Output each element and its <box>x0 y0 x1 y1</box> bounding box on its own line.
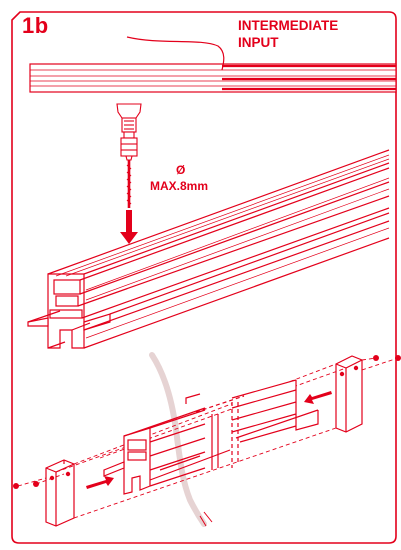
diameter-symbol: Ø <box>176 163 186 177</box>
diagram-frame <box>11 11 397 544</box>
right-end-cap <box>335 355 363 433</box>
top-rail-strip <box>29 63 397 93</box>
drill-icon <box>116 103 142 208</box>
track-profile-rail <box>27 149 390 349</box>
profile-right-section <box>231 379 319 448</box>
input-cable <box>126 36 225 71</box>
left-end-cap <box>45 459 75 527</box>
insert-arrow-right <box>304 391 332 404</box>
junction-clip <box>185 393 245 470</box>
drill-direction-arrow <box>120 210 138 244</box>
max-diameter-label: MAX.8mm <box>150 179 209 193</box>
feed-cable <box>149 352 207 527</box>
step-number-label: 1b <box>22 13 49 38</box>
profile-left-section <box>103 407 231 495</box>
step-title-line2: INPUT <box>238 35 279 50</box>
step-title-line1: INTERMEDIATE <box>238 18 339 33</box>
insert-arrow-left <box>86 476 114 489</box>
